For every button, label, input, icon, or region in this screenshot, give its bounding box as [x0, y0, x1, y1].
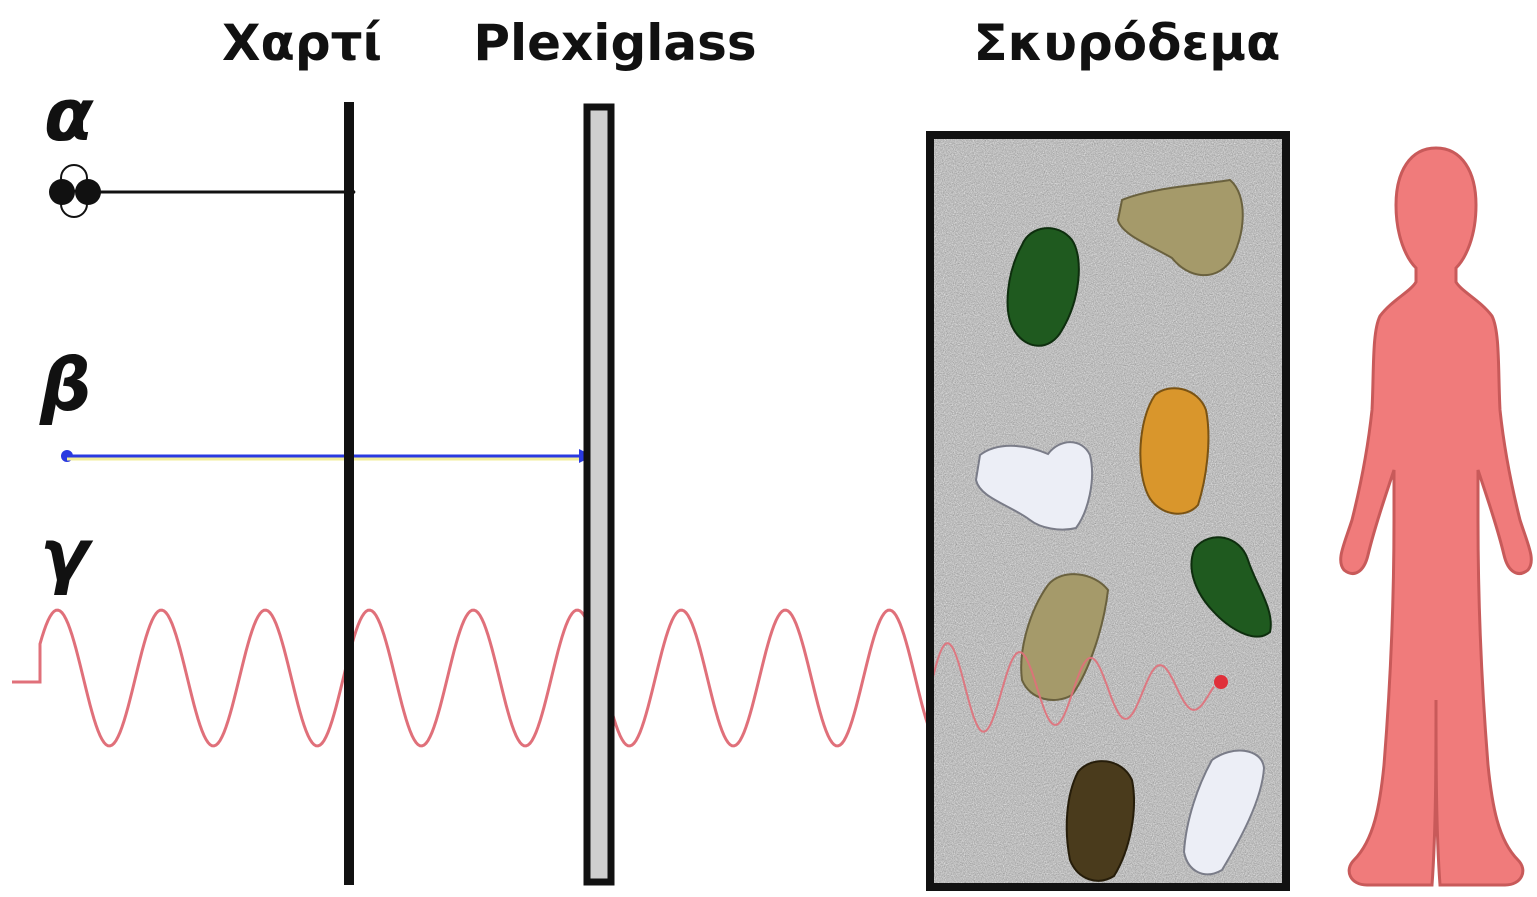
paper-barrier	[344, 102, 354, 885]
human-silhouette-icon	[1341, 148, 1532, 885]
gamma-ray-wave	[12, 610, 930, 746]
stone-orange	[1140, 388, 1208, 514]
paper-label: Χαρτί	[222, 14, 382, 72]
gamma-label: γ	[40, 513, 94, 597]
plexiglass-barrier	[587, 107, 611, 882]
concrete-label: Σκυρόδεμα	[974, 14, 1281, 72]
beta-label: β	[39, 343, 92, 427]
alpha-particle-icon	[49, 165, 101, 217]
plexiglass-label: Plexiglass	[473, 14, 756, 72]
concrete-block	[930, 135, 1286, 887]
alpha-label: α	[44, 73, 94, 157]
gamma-absorption-point	[1214, 675, 1228, 689]
beta-ray-arrow	[61, 450, 592, 462]
